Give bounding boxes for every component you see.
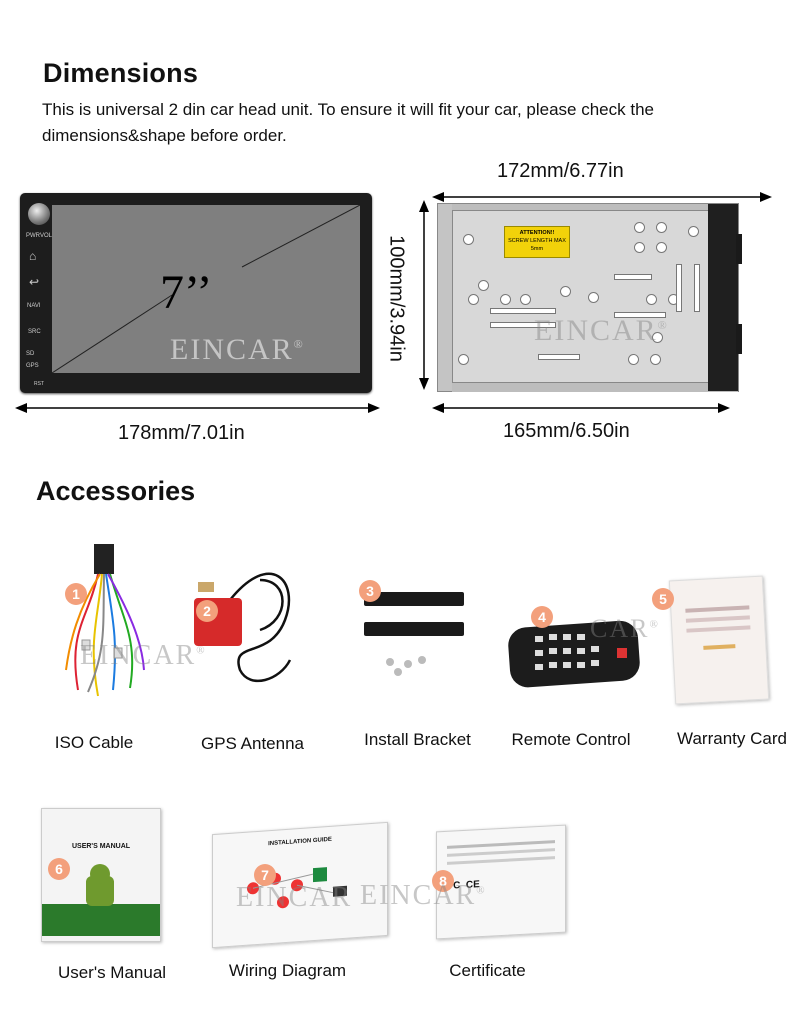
head-unit-front: PWR VOL ⌂ ↩ NAVI SRC SD GPS RST 7’’ EINC… bbox=[20, 193, 372, 393]
remote-control-image bbox=[508, 620, 640, 688]
iso-cable-image bbox=[65, 544, 145, 697]
height-label: 100mm/3.94in bbox=[385, 235, 408, 362]
accessory-label-warranty-card: Warranty Card bbox=[677, 729, 787, 748]
accessory-label-iso-cable: ISO Cable bbox=[54, 733, 134, 752]
attention-sticker: ATTENTION!! SCREW LENGTH MAX 5mm bbox=[504, 226, 570, 258]
gps-antenna-image bbox=[194, 572, 292, 682]
screen-size-label: 7’’ bbox=[160, 266, 213, 319]
accessory-number-2: 2 bbox=[196, 600, 218, 622]
touch-screen: 7’’ EINCAR® bbox=[52, 205, 360, 373]
watermark-front: EINCAR® bbox=[170, 333, 305, 366]
watermark-accessories-4: EINCAR® bbox=[360, 880, 487, 911]
install-bracket-image bbox=[364, 592, 464, 676]
dimensions-title: Dimensions bbox=[43, 58, 199, 88]
accessory-number-4: 4 bbox=[531, 606, 553, 628]
watermark-accessories-1: EINCAR® bbox=[80, 640, 207, 671]
home-icon[interactable]: ⌂ bbox=[29, 249, 37, 263]
accessory-number-8: 8 bbox=[432, 870, 454, 892]
dimensions-description-line-2: dimensions&shape before order. bbox=[42, 126, 287, 145]
vol-label: VOL bbox=[40, 233, 53, 239]
accessory-label-certificate: Certificate bbox=[449, 961, 526, 980]
pwr-label: PWR bbox=[26, 233, 40, 239]
accessory-label-wiring-diagram: Wiring Diagram bbox=[228, 961, 347, 980]
front-width-arrow bbox=[15, 403, 380, 413]
watermark-accessories-3: EINCAR bbox=[236, 882, 353, 913]
navi-button[interactable]: NAVI bbox=[27, 303, 41, 309]
accessory-label-install-bracket: Install Bracket bbox=[364, 730, 471, 749]
rst-label: RST bbox=[34, 381, 44, 387]
gps-label: GPS bbox=[26, 363, 39, 369]
height-arrow bbox=[419, 200, 429, 390]
top-width-label: 172mm/6.77in bbox=[497, 160, 624, 182]
accessory-number-5: 5 bbox=[652, 588, 674, 610]
watermark-side: EINCAR® bbox=[534, 314, 669, 347]
sd-label: SD bbox=[26, 351, 35, 357]
bottom-width-arrow bbox=[432, 403, 730, 413]
accessory-number-1: 1 bbox=[65, 583, 87, 605]
accessory-number-6: 6 bbox=[48, 858, 70, 880]
src-button[interactable]: SRC bbox=[28, 329, 41, 335]
front-width-label: 178mm/7.01in bbox=[118, 422, 245, 444]
top-width-arrow bbox=[432, 192, 772, 202]
accessory-label-remote-control: Remote Control bbox=[511, 730, 631, 749]
accessories-title: Accessories bbox=[36, 476, 196, 506]
accessory-label-gps-antenna: GPS Antenna bbox=[200, 734, 305, 753]
accessory-label-users-manual: User's Manual bbox=[57, 963, 167, 982]
bottom-width-label: 165mm/6.50in bbox=[503, 420, 630, 442]
chassis-side-view: ATTENTION!! SCREW LENGTH MAX 5mm EINCAR® bbox=[437, 203, 742, 392]
back-icon[interactable]: ↩ bbox=[29, 275, 40, 289]
watermark-accessories-2: CAR® bbox=[590, 614, 660, 643]
warranty-card-image bbox=[668, 575, 770, 705]
accessory-number-3: 3 bbox=[359, 580, 381, 602]
accessory-number-7: 7 bbox=[254, 864, 276, 886]
dimensions-description-line-1: This is universal 2 din car head unit. T… bbox=[42, 100, 654, 119]
wiring-diagram-image: INSTALLATION GUIDE bbox=[212, 821, 388, 949]
power-knob bbox=[28, 203, 50, 225]
